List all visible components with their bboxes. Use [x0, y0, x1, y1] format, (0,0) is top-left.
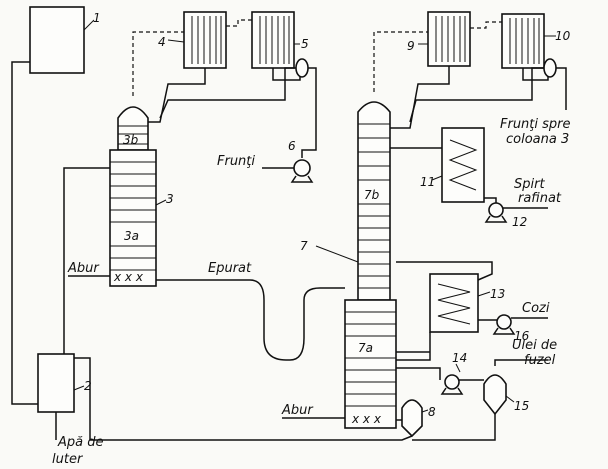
number-6: 6 — [288, 139, 296, 153]
reflux-return-5 — [159, 67, 296, 119]
number-1: 1 — [93, 11, 101, 25]
condenser-10 — [501, 13, 545, 69]
line-5-6 — [301, 67, 317, 158]
number-3: 3 — [166, 192, 174, 206]
leader-1 — [83, 19, 95, 31]
steam-marks-3: x x x — [113, 270, 144, 284]
leader-7 — [315, 245, 359, 263]
vapour-line-3-4 — [132, 31, 184, 96]
number-15: 15 — [514, 399, 529, 413]
label-7b: 7b — [364, 188, 380, 202]
number-8: 8 — [428, 405, 436, 419]
line-2-8 — [74, 357, 413, 441]
leader-4 — [167, 39, 185, 43]
vapour-line-4-5 — [226, 19, 252, 27]
leader-2 — [73, 385, 85, 391]
pump-14 — [444, 374, 460, 390]
label-fronti-spre-1: Frunţi spre — [500, 117, 571, 132]
vessel-8 — [401, 399, 423, 438]
cooler-13-coil — [437, 283, 471, 325]
label-7a: 7a — [358, 341, 373, 355]
number-16: 16 — [514, 329, 530, 343]
label-spirt-1: Spirt — [514, 177, 545, 192]
number-10: 10 — [555, 29, 571, 43]
number-12: 12 — [512, 215, 527, 229]
number-4: 4 — [158, 35, 166, 49]
line-11-12 — [484, 197, 497, 204]
vapour-line-7-9 — [373, 31, 428, 92]
pump-6-base — [290, 175, 314, 183]
separator-10 — [543, 58, 557, 78]
label-fronti-spre-2: coloana 3 — [506, 132, 569, 147]
label-apa-1: Apă de — [57, 435, 104, 450]
number-14: 14 — [452, 351, 467, 365]
line-7-13 — [396, 261, 493, 281]
label-ulei-1: Ulei de — [512, 338, 557, 353]
label-epurat: Epurat — [208, 261, 252, 276]
condenser-9 — [427, 11, 471, 67]
reflux-return-10 — [409, 67, 544, 123]
column-7b-trays — [358, 123, 390, 289]
leader-14 — [455, 363, 461, 373]
number-11: 11 — [420, 175, 435, 189]
leader-15 — [505, 395, 515, 403]
number-5: 5 — [301, 37, 309, 51]
label-fronti: Frunţi — [217, 154, 255, 169]
condenser-10-tubes — [509, 18, 540, 64]
column-7a-trays — [345, 311, 396, 407]
leader-3 — [155, 199, 167, 206]
reflux-line-4 — [148, 68, 206, 123]
number-13: 13 — [490, 287, 505, 301]
separator-5 — [295, 58, 309, 78]
vapour-line-9-10 — [470, 21, 502, 29]
pump-12-base — [484, 215, 508, 223]
reflux-line-9 — [390, 66, 450, 129]
line-15-return — [412, 414, 496, 441]
column-3a-body — [109, 149, 157, 287]
vessel-2 — [37, 353, 75, 413]
steam-marks-7: x x x — [351, 412, 382, 426]
leader-11 — [431, 175, 443, 181]
line-1-2 — [11, 61, 38, 405]
side-draw-2 — [396, 332, 431, 361]
condensate-10 — [522, 68, 549, 81]
fronti-col3-line — [556, 67, 567, 110]
side-draw-3 — [396, 367, 441, 380]
label-ulei-2: fuzel — [524, 353, 556, 368]
number-2: 2 — [84, 379, 92, 393]
leader-13 — [477, 291, 491, 297]
label-abur-left: Abur — [67, 261, 100, 276]
column-3b-top — [117, 106, 149, 151]
number-7: 7 — [300, 239, 308, 253]
tank-1 — [29, 6, 85, 74]
pump-16 — [496, 314, 512, 330]
condenser-9-tubes — [435, 16, 466, 62]
column-7a-body — [344, 299, 397, 429]
vessel-15 — [483, 374, 507, 416]
column-3a-trays — [110, 161, 156, 271]
pump-6 — [293, 159, 311, 177]
line-3-2 — [63, 167, 110, 354]
condenser-5 — [251, 11, 295, 69]
epurat-line — [156, 279, 345, 361]
label-3a: 3a — [124, 229, 139, 243]
pump-16-base — [492, 327, 516, 335]
label-3b: 3b — [123, 133, 139, 147]
label-cozi: Cozi — [522, 301, 550, 316]
ulei-outlet-line — [494, 359, 548, 366]
leader-8 — [421, 409, 429, 413]
cooler-13 — [429, 273, 479, 333]
cooler-11-coil — [448, 139, 478, 191]
condenser-4 — [183, 11, 227, 69]
condenser-4-tubes — [191, 16, 222, 64]
pump-14-base — [440, 387, 464, 395]
label-spirt-2: rafinat — [518, 191, 562, 206]
label-apa-2: luter — [52, 452, 84, 467]
number-9: 9 — [407, 39, 415, 53]
condenser-5-tubes — [259, 16, 290, 64]
pump-12 — [488, 202, 504, 218]
label-abur-bottom: Abur — [281, 403, 314, 418]
